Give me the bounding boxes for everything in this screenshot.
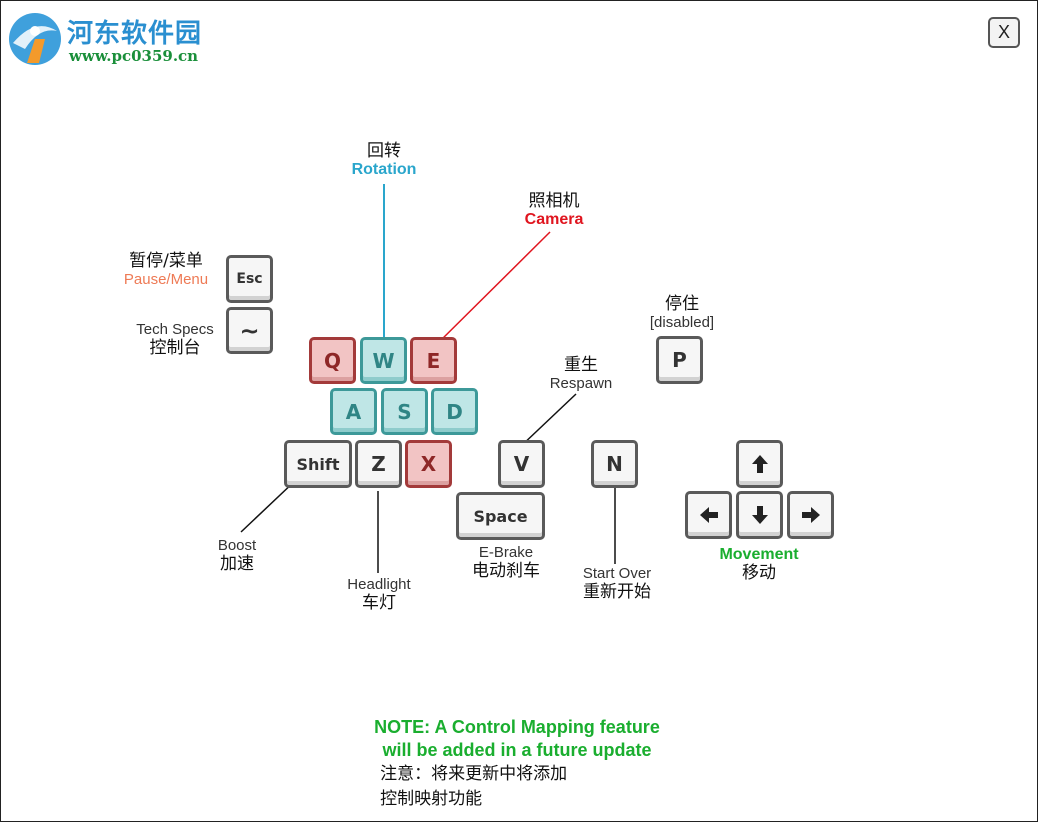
boost-label-en: Boost — [217, 537, 257, 554]
startover-label-en: Start Over — [582, 565, 652, 582]
startover-label-cn: 重新开始 — [582, 582, 651, 602]
rotation-label-en: Rotation — [351, 161, 417, 178]
camera-label-en: Camera — [524, 211, 584, 228]
w-key: W — [360, 337, 407, 384]
ebrake-label-en: E-Brake — [478, 544, 534, 561]
pause-label-cn: 暂停/菜单 — [129, 251, 203, 271]
movement-label-cn: 移动 — [742, 563, 776, 583]
pause-label: 暂停/菜单 Pause/Menu — [124, 251, 208, 288]
camera-label: 照相机 Camera — [525, 191, 584, 228]
tech-specs-label-en: Tech Specs — [136, 321, 214, 338]
watermark-logo-icon — [9, 13, 61, 65]
x-key: X — [405, 440, 452, 488]
v-key: V — [498, 440, 545, 488]
note-block: NOTE: A Control Mapping feature will be … — [374, 716, 660, 812]
note-cn-line2: 控制映射功能 — [380, 789, 483, 809]
shift-key: Shift — [284, 440, 352, 488]
z-key: Z — [355, 440, 402, 488]
tech-specs-label: Tech Specs 控制台 — [136, 321, 214, 358]
watermark-title: 河东软件园 — [67, 19, 203, 49]
stop-label-cn: 停住 — [665, 294, 699, 314]
rotation-label: 回转 Rotation — [352, 141, 417, 178]
note-en-line1: NOTE: A Control Mapping feature — [374, 717, 660, 737]
space-key: Space — [456, 492, 545, 540]
rotation-label-cn: 回转 — [367, 141, 401, 161]
ebrake-label: E-Brake 电动刹车 — [472, 544, 540, 581]
left-arrow-key — [685, 491, 732, 539]
boost-label-cn: 加速 — [219, 554, 254, 574]
left-arrow-icon — [699, 507, 718, 523]
headlight-label: Headlight 车灯 — [347, 576, 410, 613]
respawn-label: 重生 Respawn — [550, 355, 613, 392]
q-key: Q — [309, 337, 356, 384]
ebrake-label-cn: 电动刹车 — [472, 561, 540, 581]
close-button[interactable]: X — [988, 17, 1020, 48]
up-arrow-icon — [751, 455, 768, 473]
s-key: S — [381, 388, 428, 435]
tech-specs-label-cn: 控制台 — [149, 338, 201, 358]
pause-label-en: Pause/Menu — [123, 271, 209, 288]
startover-label: Start Over 重新开始 — [583, 565, 651, 602]
stop-label-en: [disabled] — [649, 314, 715, 331]
boost-label: Boost 加速 — [218, 537, 256, 574]
esc-key: Esc — [226, 255, 273, 303]
respawn-label-cn: 重生 — [563, 355, 598, 375]
movement-label-en: Movement — [719, 546, 799, 563]
tilde-key: ~ — [226, 307, 273, 354]
headlight-label-cn: 车灯 — [361, 593, 396, 613]
e-key: E — [410, 337, 457, 384]
watermark-url: www.pc0359.cn — [69, 47, 199, 65]
camera-callout-line — [433, 231, 551, 348]
down-arrow-key — [736, 491, 783, 539]
camera-label-cn: 照相机 — [528, 191, 580, 211]
p-key: P — [656, 336, 703, 384]
d-key: D — [431, 388, 478, 435]
a-key: A — [330, 388, 377, 435]
movement-label: Movement 移动 — [719, 546, 798, 583]
stop-label: 停住 [disabled] — [650, 294, 714, 331]
up-arrow-key — [736, 440, 783, 488]
respawn-label-en: Respawn — [549, 375, 613, 392]
right-arrow-key — [787, 491, 834, 539]
right-arrow-icon — [801, 507, 820, 523]
note-en-line2: will be added in a future update — [382, 740, 652, 760]
watermark-logo: 河东软件园 www.pc0359.cn — [5, 9, 235, 71]
n-key: N — [591, 440, 638, 488]
headlight-label-en: Headlight — [347, 576, 411, 593]
note-cn-line1: 注意：将来更新中将添加 — [380, 764, 568, 784]
down-arrow-icon — [751, 506, 768, 524]
